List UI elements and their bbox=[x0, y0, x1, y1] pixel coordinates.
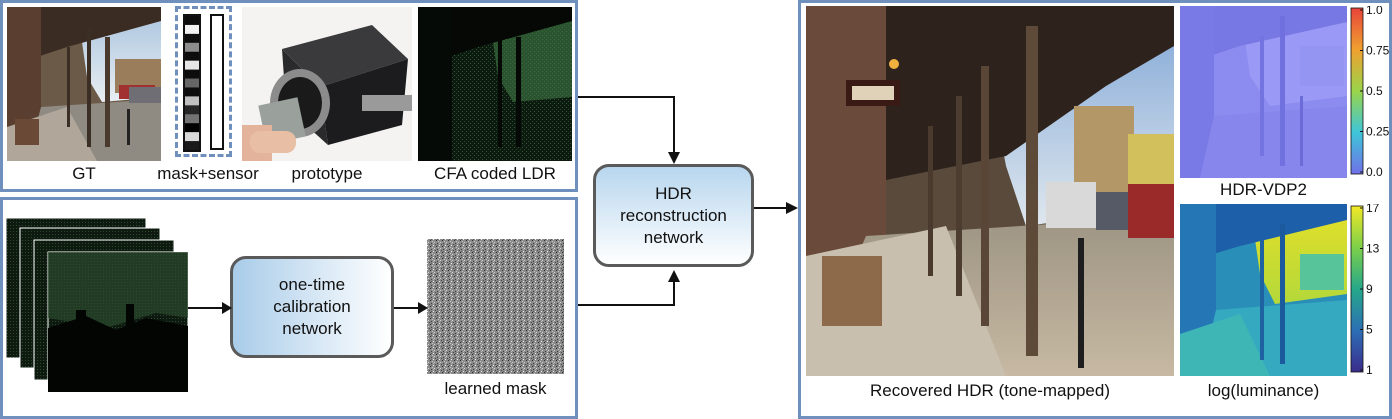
caption-learned-mask: learned mask bbox=[444, 379, 547, 398]
mask-cell bbox=[185, 105, 199, 115]
mask-cell bbox=[185, 132, 199, 142]
colorbar-tick-label: 1 bbox=[1366, 363, 1373, 376]
colorbar-tick-label: 1.0 bbox=[1366, 6, 1383, 17]
mask-cell bbox=[185, 114, 199, 124]
caption-log-luminance: log(luminance) bbox=[1207, 381, 1320, 400]
colorbar-tick-label: 0.25 bbox=[1366, 125, 1390, 139]
mask-cell bbox=[185, 51, 199, 62]
hdr-vdp2-colorbar: 1.0 0.75 0.5 0.25 0.0 bbox=[1350, 6, 1390, 178]
caption-gt: GT bbox=[72, 164, 96, 183]
log-luminance-map bbox=[1180, 204, 1347, 376]
gt-image bbox=[7, 7, 161, 161]
mask-cell bbox=[185, 60, 199, 71]
mask-sensor-dashed-box bbox=[175, 6, 232, 157]
hdr-reconstruction-network-box: HDR reconstruction network bbox=[593, 164, 754, 267]
hdr-vdp2-map bbox=[1180, 6, 1347, 178]
mask-cell bbox=[185, 16, 199, 26]
mask-cell bbox=[185, 141, 199, 151]
caption-recovered-hdr: Recovered HDR (tone-mapped) bbox=[870, 381, 1110, 400]
input-frame-stack bbox=[6, 218, 188, 394]
mask-cell bbox=[185, 69, 199, 80]
hdr-reconstruction-network-label: HDR reconstruction network bbox=[620, 183, 727, 247]
colorbar-tick-label: 13 bbox=[1366, 242, 1380, 256]
calibration-network-label: one-time calibration network bbox=[273, 275, 351, 338]
log-luminance-colorbar: 17 13 9 5 1 bbox=[1350, 204, 1380, 376]
cfa-coded-ldr-image bbox=[418, 7, 572, 161]
mask-cell bbox=[185, 42, 199, 53]
caption-prototype: prototype bbox=[291, 164, 363, 183]
colorbar-tick-label: 17 bbox=[1366, 204, 1380, 215]
mask-cell bbox=[185, 123, 199, 133]
learned-mask-image bbox=[427, 239, 564, 374]
colorbar-tick-label: 0.5 bbox=[1366, 84, 1383, 98]
connector-arrows bbox=[578, 96, 798, 306]
colorbar-tick-label: 0.75 bbox=[1366, 44, 1390, 58]
mask-cell bbox=[185, 96, 199, 106]
mask-cell bbox=[185, 78, 199, 88]
colorbar-tick-label: 5 bbox=[1366, 323, 1373, 337]
sensor-strip bbox=[210, 14, 224, 150]
arrow-stack-to-calibration bbox=[188, 302, 232, 314]
prototype-image bbox=[242, 7, 412, 161]
caption-mask-sensor: mask+sensor bbox=[157, 164, 259, 183]
mask-cell bbox=[185, 33, 199, 44]
mask-strip bbox=[183, 14, 201, 152]
caption-hdr-vdp2: HDR-VDP2 bbox=[1220, 180, 1307, 199]
caption-cfa: CFA coded LDR bbox=[434, 164, 556, 183]
mask-cell bbox=[185, 87, 199, 97]
mask-cell bbox=[185, 24, 199, 35]
arrow-calibration-to-mask bbox=[394, 302, 428, 314]
colorbar-tick-label: 0.0 bbox=[1366, 165, 1383, 178]
colorbar-tick-label: 9 bbox=[1366, 282, 1373, 296]
calibration-network-box: one-time calibration network bbox=[230, 256, 394, 358]
recovered-hdr-image bbox=[806, 6, 1174, 376]
